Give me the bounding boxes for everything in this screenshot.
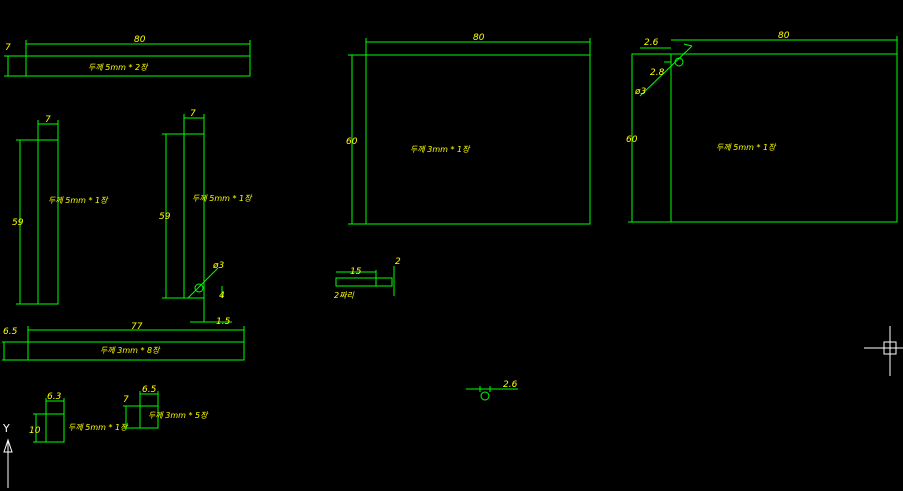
thickness-note: 두께 3mm * 8장 bbox=[100, 346, 161, 355]
part-panel-center[interactable]: 80 60 두께 3mm * 1장 bbox=[346, 33, 591, 225]
part-panel-right[interactable]: 80 60 2.6 2.8 ø3 두께 5mm * 1장 bbox=[626, 31, 898, 223]
thickness-note: 두께 3mm * 1장 bbox=[410, 145, 471, 154]
leader-line bbox=[187, 267, 219, 299]
dim-text: 7 bbox=[123, 395, 129, 405]
crosshair-cursor bbox=[864, 326, 903, 376]
dim-text: 80 bbox=[473, 33, 485, 43]
dim-text: 77 bbox=[131, 322, 143, 332]
dim-text: 15 bbox=[350, 267, 362, 277]
ring-circle bbox=[480, 391, 490, 401]
thickness-note: 두께 5mm * 1장 bbox=[48, 196, 109, 205]
hole-dim-text: ø3 bbox=[634, 87, 647, 97]
thickness-note: 두께 5mm * 1장 bbox=[192, 194, 253, 203]
dim-text: 80 bbox=[134, 35, 146, 45]
part-bar-left[interactable]: 7 59 두께 5mm * 1장 bbox=[12, 115, 109, 305]
dim-text: 6.3 bbox=[47, 392, 62, 402]
dim-text: 1.5 bbox=[216, 317, 231, 327]
dim-text: 2.8 bbox=[650, 68, 665, 78]
thickness-note: 두께 3mm * 5장 bbox=[148, 411, 209, 420]
dim-text: 60 bbox=[346, 137, 358, 147]
leader-line bbox=[639, 45, 693, 97]
dim-text: 7 bbox=[190, 109, 196, 119]
bar-mid-outline bbox=[183, 133, 205, 299]
dim-text: 2.6 bbox=[644, 38, 659, 48]
thickness-note: 두께 5mm * 1장 bbox=[68, 423, 129, 432]
small-flat-outline bbox=[335, 277, 393, 287]
part-ring[interactable]: 2.6 bbox=[466, 380, 518, 401]
small-a-outline bbox=[45, 413, 65, 443]
dim-text: 4 bbox=[219, 291, 225, 301]
part-bottom-strip[interactable]: 77 6.5 두께 3mm * 8장 bbox=[2, 322, 245, 361]
top-strip-outline bbox=[25, 55, 251, 77]
thickness-note: 두께 5mm * 1장 bbox=[716, 143, 777, 152]
part-top-strip[interactable]: 80 7 두께 5mm * 2장 bbox=[4, 35, 251, 77]
dim-text: 7 bbox=[5, 43, 11, 53]
leader-line bbox=[683, 43, 693, 47]
hole-circle bbox=[194, 283, 204, 293]
part-small-a[interactable]: 6.3 10 두께 5mm * 1장 bbox=[29, 392, 129, 443]
part-bar-mid[interactable]: 7 59 두께 5mm * 1장 ø3 4 1.5 bbox=[159, 109, 253, 327]
ucs-icon: Y bbox=[2, 422, 13, 488]
dim-text: 6.5 bbox=[142, 385, 157, 395]
bottom-strip-outline bbox=[27, 341, 245, 361]
dim-text: 2.6 bbox=[503, 380, 518, 390]
part-label: 2짜리 bbox=[334, 291, 354, 300]
dim-text: 80 bbox=[778, 31, 790, 41]
part-small-flat[interactable]: 15 2 2짜리 bbox=[334, 257, 401, 300]
hole-dim-text: ø3 bbox=[212, 261, 225, 271]
bar-left-outline bbox=[37, 139, 59, 305]
dim-text: 59 bbox=[159, 212, 171, 222]
small-b-outline bbox=[139, 405, 159, 429]
ucs-y-label: Y bbox=[2, 422, 10, 435]
panel-right-outline bbox=[631, 53, 898, 223]
dim-text: 10 bbox=[29, 426, 41, 436]
dim-text: 7 bbox=[45, 115, 51, 125]
panel-center-outline bbox=[365, 54, 591, 225]
dim-text: 60 bbox=[626, 135, 638, 145]
dim-text: 6.5 bbox=[3, 327, 18, 337]
dim-text: 59 bbox=[12, 218, 24, 228]
hole-circle bbox=[674, 57, 684, 67]
dim-text: 2 bbox=[395, 257, 401, 267]
part-small-b[interactable]: 6.5 7 두께 3mm * 5장 bbox=[123, 385, 209, 429]
thickness-note: 두께 5mm * 2장 bbox=[88, 63, 149, 72]
